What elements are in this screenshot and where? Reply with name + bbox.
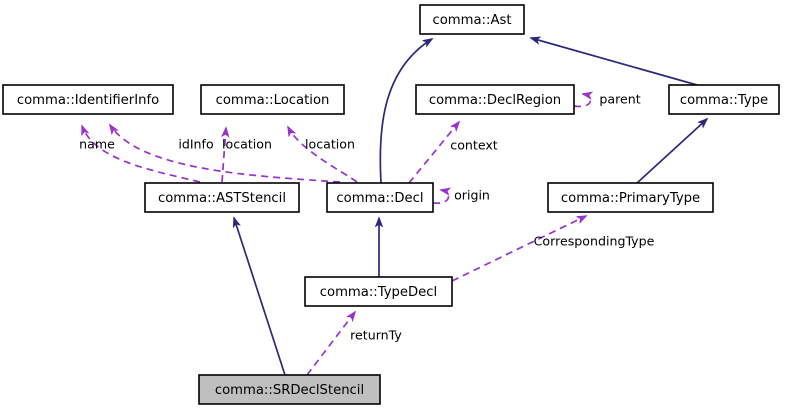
edge-primarytype-to-type: [636, 119, 707, 184]
edge-decl-origin-self: [432, 190, 448, 204]
edge-label-aststencil-name-identifierinfo: name: [79, 137, 115, 152]
class-node-box: [668, 84, 780, 115]
edge-decl-to-ast: [379, 39, 432, 184]
class-node-primarytype[interactable]: comma::PrimaryType: [547, 182, 714, 213]
edge-decl-context-declregion: [408, 122, 459, 184]
class-node-box: [144, 182, 300, 213]
edge-type-to-ast: [531, 38, 698, 86]
class-node-label: comma::Decl: [336, 191, 423, 206]
edge-label-decl-idinfo-identifierinfo: idInfo: [178, 137, 214, 152]
class-node-identifierinfo[interactable]: comma::IdentifierInfo: [2, 84, 174, 115]
class-node-box: [2, 84, 174, 115]
edges-layer: [81, 38, 707, 376]
edge-aststencil-name-identifierinfo: [81, 126, 201, 183]
edge-decl-location-location: [288, 127, 358, 183]
class-node-declregion[interactable]: comma::DeclRegion: [415, 84, 575, 115]
class-node-label: comma::PrimaryType: [561, 191, 700, 206]
class-node-label: comma::SRDeclStencil: [215, 383, 364, 398]
class-node-label: comma::IdentifierInfo: [17, 93, 159, 108]
class-node-box: [415, 84, 575, 115]
edge-label-aststencil-location-location: location: [222, 137, 272, 152]
edge-decl-idinfo-identifierinfo: [110, 125, 341, 183]
edge-label-decl-location-location: location: [305, 137, 355, 152]
class-node-ast[interactable]: comma::Ast: [419, 4, 525, 35]
class-node-box: [198, 374, 381, 405]
edge-declregion-parent-self: [573, 94, 590, 108]
class-node-box: [419, 4, 525, 35]
class-node-srdeclstencil[interactable]: comma::SRDeclStencil: [198, 374, 381, 405]
edge-srdeclstencil-to-aststencil: [234, 218, 286, 376]
class-node-typedecl[interactable]: comma::TypeDecl: [304, 276, 453, 307]
class-node-label: comma::Location: [216, 93, 330, 108]
class-node-label: comma::TypeDecl: [320, 285, 437, 300]
edge-labels-layer: name location idInfo location context origin p…: [79, 92, 654, 343]
edge-label-decl-origin-self: origin: [454, 188, 490, 203]
edge-aststencil-location-location: [221, 128, 226, 183]
class-node-decl[interactable]: comma::Decl: [326, 182, 434, 213]
class-node-aststencil[interactable]: comma::ASTStencil: [144, 182, 300, 213]
class-node-location[interactable]: comma::Location: [200, 84, 345, 115]
edge-label-srdeclstencil-returnty-typedecl: returnTy: [350, 328, 402, 343]
class-node-box: [200, 84, 345, 115]
edge-label-declregion-parent-self: parent: [599, 92, 640, 107]
edge-label-typedecl-correspondingtype-primarytype: CorrespondingType: [534, 234, 655, 249]
edge-typedecl-correspondingtype-primarytype: [451, 216, 586, 282]
class-node-label: comma::ASTStencil: [158, 191, 286, 206]
class-node-box: [304, 276, 453, 307]
class-node-label: comma::Ast: [432, 13, 511, 28]
edge-label-decl-context-declregion: context: [450, 138, 498, 153]
class-node-box: [547, 182, 714, 213]
class-node-label: comma::Type: [680, 93, 768, 108]
edge-srdeclstencil-returnty-typedecl: [306, 312, 355, 376]
class-node-label: comma::DeclRegion: [429, 93, 561, 108]
class-node-box: [326, 182, 434, 213]
class-node-type[interactable]: comma::Type: [668, 84, 780, 115]
